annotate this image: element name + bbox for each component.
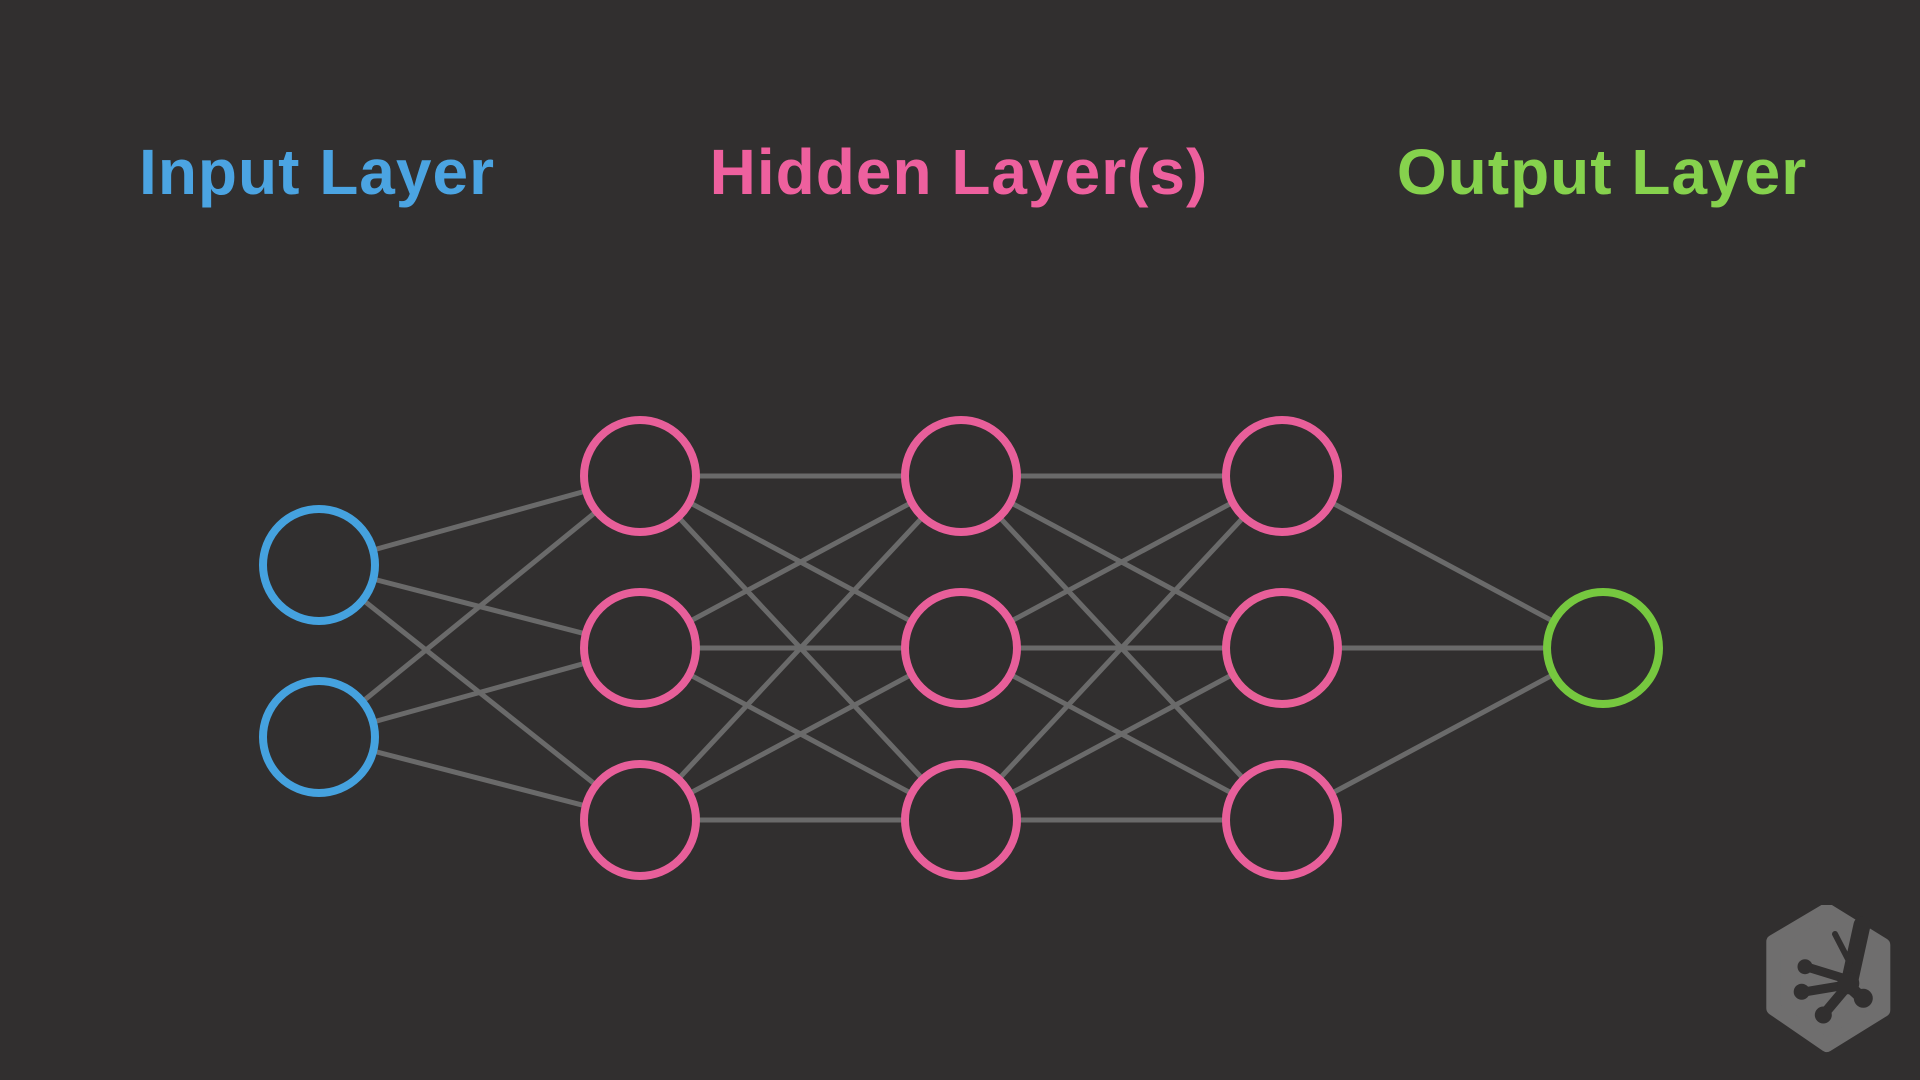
hidden-1-node	[580, 760, 700, 880]
hidden-3-node	[1222, 588, 1342, 708]
connection-line	[638, 645, 963, 823]
connection-line	[638, 474, 963, 822]
connection-line	[959, 645, 1284, 823]
hidden-2-node	[901, 588, 1021, 708]
connection-line	[638, 473, 963, 651]
connection-line	[1280, 645, 1605, 823]
hidden-3-node	[1222, 416, 1342, 536]
hidden-layer-title: Hidden Layer(s)	[709, 136, 1209, 208]
connection-line	[959, 473, 1284, 651]
connection-line	[1280, 473, 1605, 651]
hidden-3-node	[1222, 760, 1342, 880]
hidden-2-node	[901, 760, 1021, 880]
output-layer-title: Output Layer	[1396, 136, 1808, 208]
hexagon-outline	[1766, 905, 1891, 1052]
hidden-1-node	[580, 588, 700, 708]
foot-toe-bulbs	[1793, 959, 1873, 1024]
input-node	[259, 677, 379, 797]
gecko-foot-logo	[1766, 905, 1891, 1052]
connection-line	[317, 474, 642, 739]
foot-toe-2-bulb	[1793, 983, 1810, 1000]
foot-spike-toe	[1832, 931, 1853, 966]
foot-toe-3-bulb	[1814, 1006, 1832, 1024]
input-node	[259, 505, 379, 625]
hidden-1-node	[580, 416, 700, 536]
foot-palm	[1837, 972, 1860, 995]
connection-line	[959, 474, 1284, 822]
input-layer-title: Input Layer	[139, 136, 495, 208]
output-node	[1543, 588, 1663, 708]
hidden-2-node	[901, 416, 1021, 536]
foot-toe-4-bulb	[1853, 988, 1873, 1008]
foot-toe-1-bulb	[1797, 959, 1813, 975]
